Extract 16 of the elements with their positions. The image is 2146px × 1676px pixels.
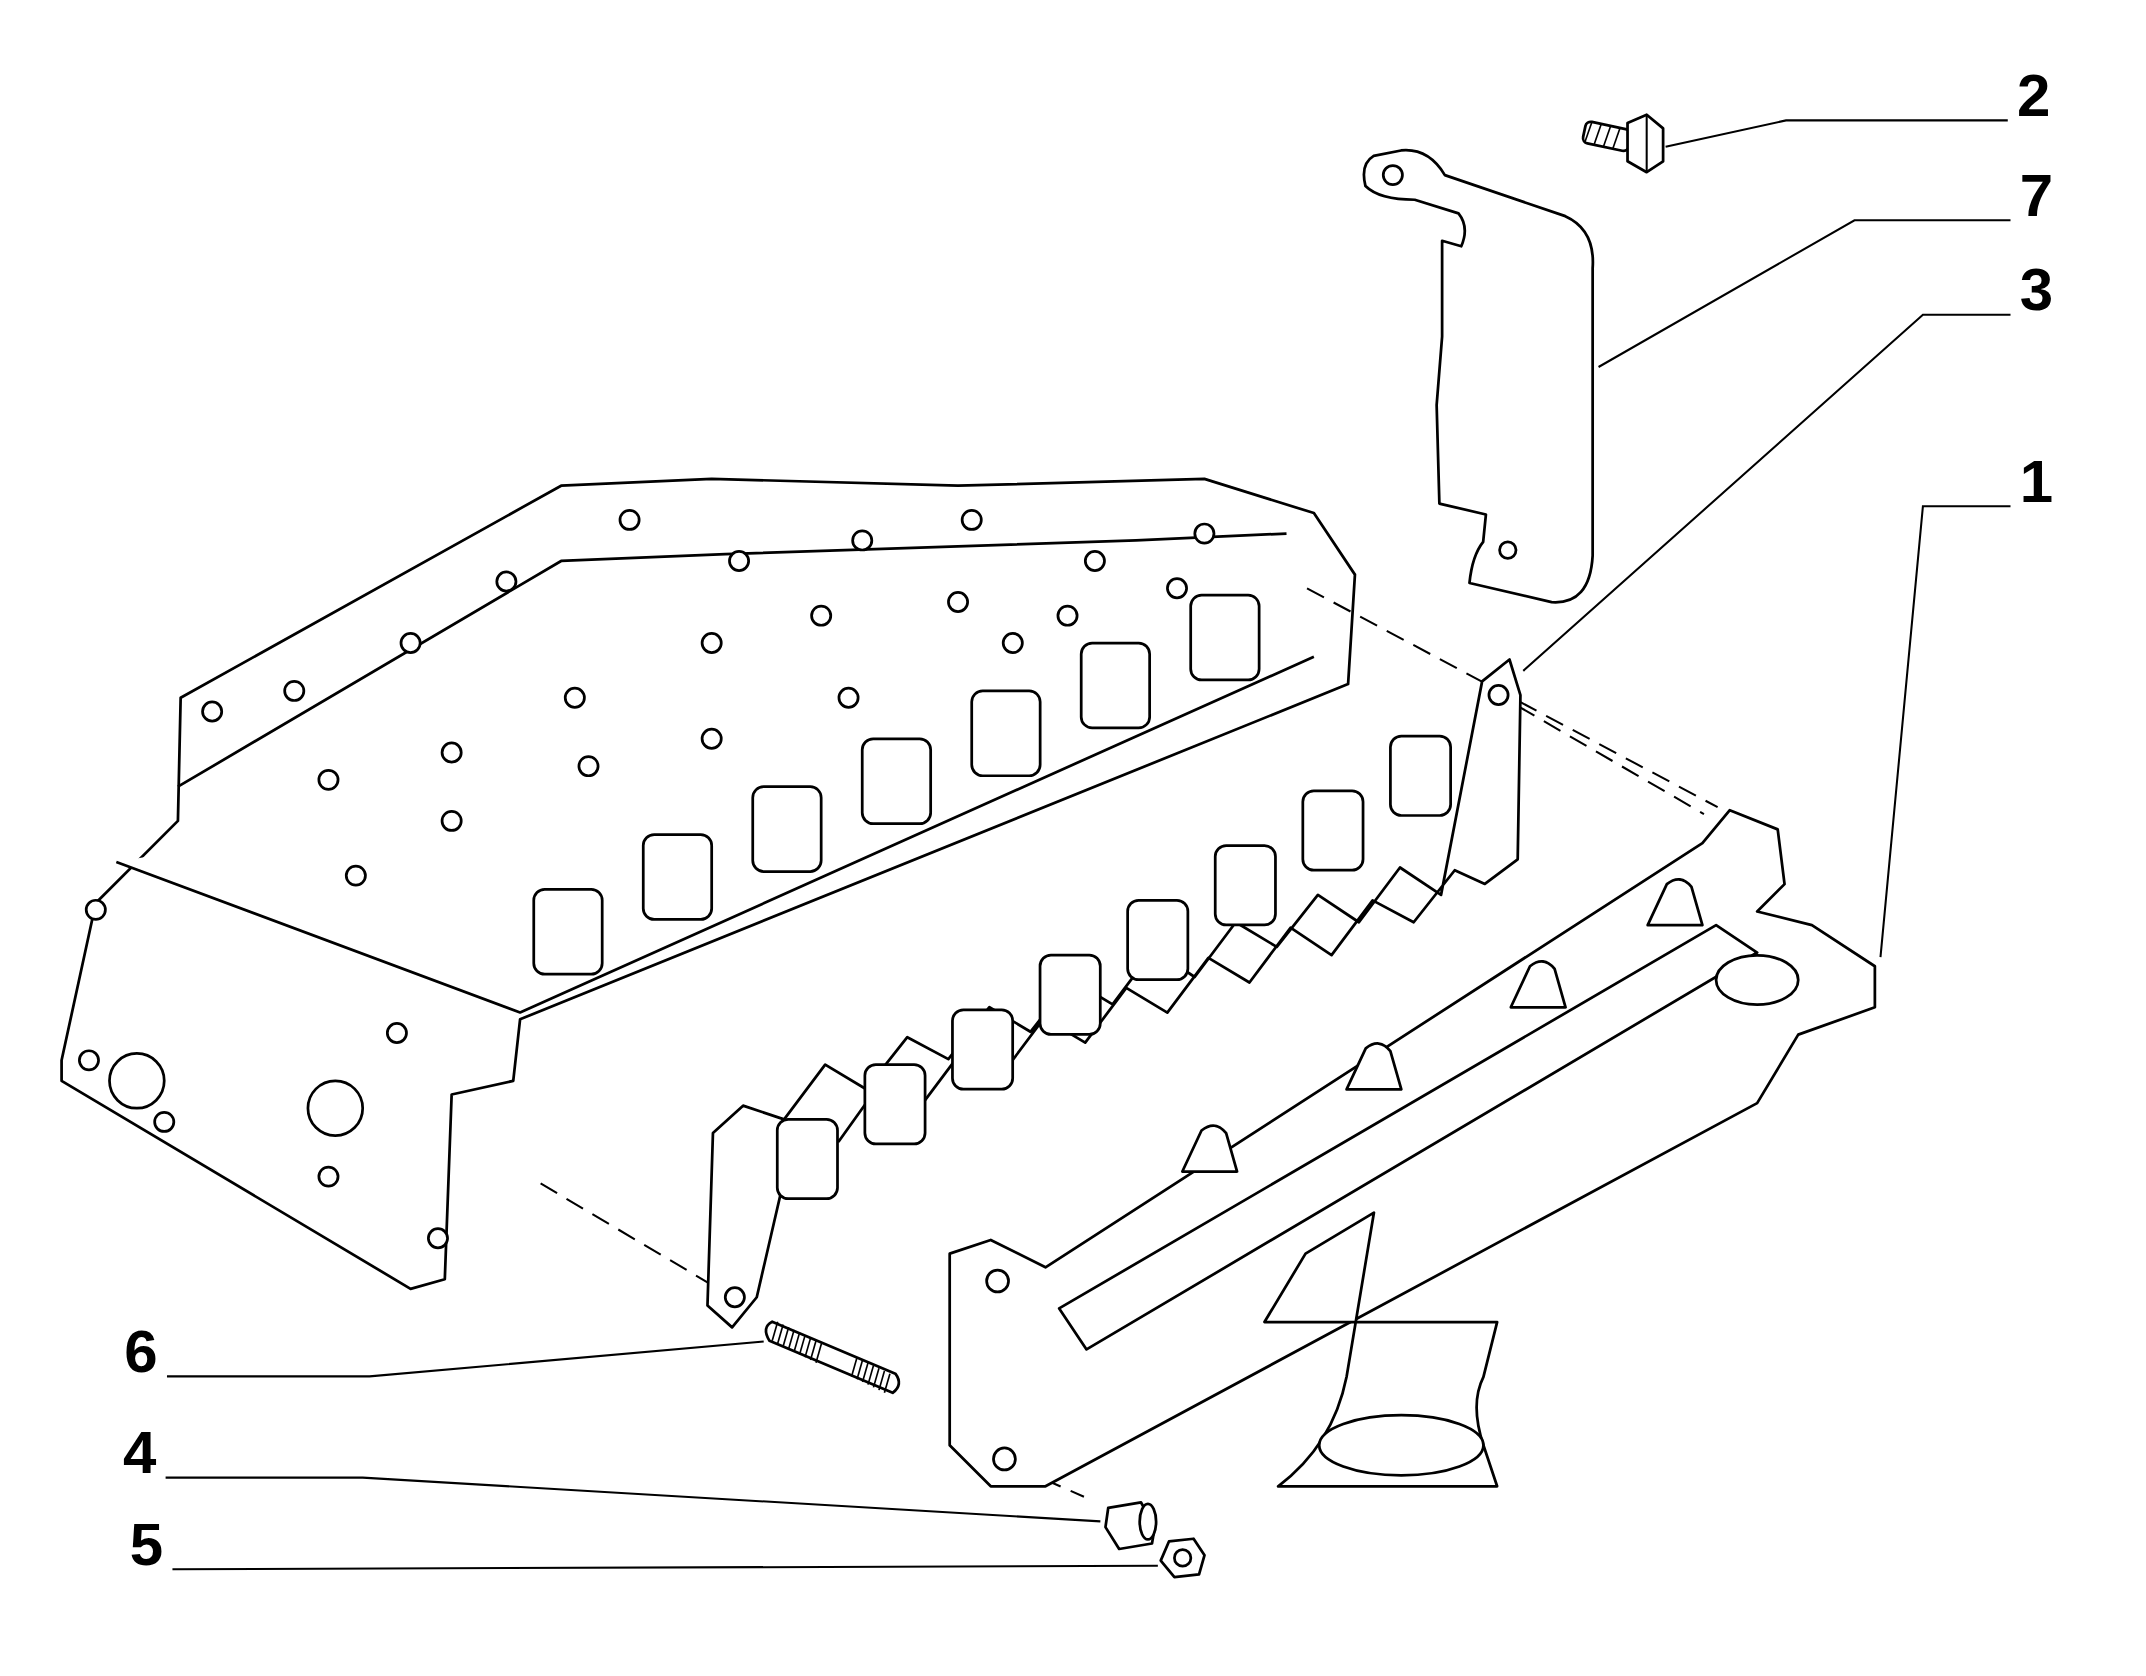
nut-drawing (1157, 1535, 1208, 1580)
callout-number: 7 (2010, 165, 2063, 234)
callout-number: 6 (114, 1322, 167, 1391)
leader-line (165, 1476, 1101, 1523)
leader-line (1598, 219, 2011, 368)
leader-line (166, 1340, 764, 1378)
callout-number: 2 (2007, 65, 2060, 135)
leader-line (1879, 505, 2011, 958)
leader-line (172, 1564, 1158, 1571)
callout-number: 1 (2010, 451, 2063, 521)
leader-line (1522, 313, 2011, 672)
callout-number: 3 (2010, 260, 2063, 329)
bolt-drawing (1580, 112, 1666, 176)
callout-number: 4 (113, 1423, 166, 1492)
leader-line (1665, 119, 2008, 148)
callout-number: 5 (120, 1515, 173, 1584)
